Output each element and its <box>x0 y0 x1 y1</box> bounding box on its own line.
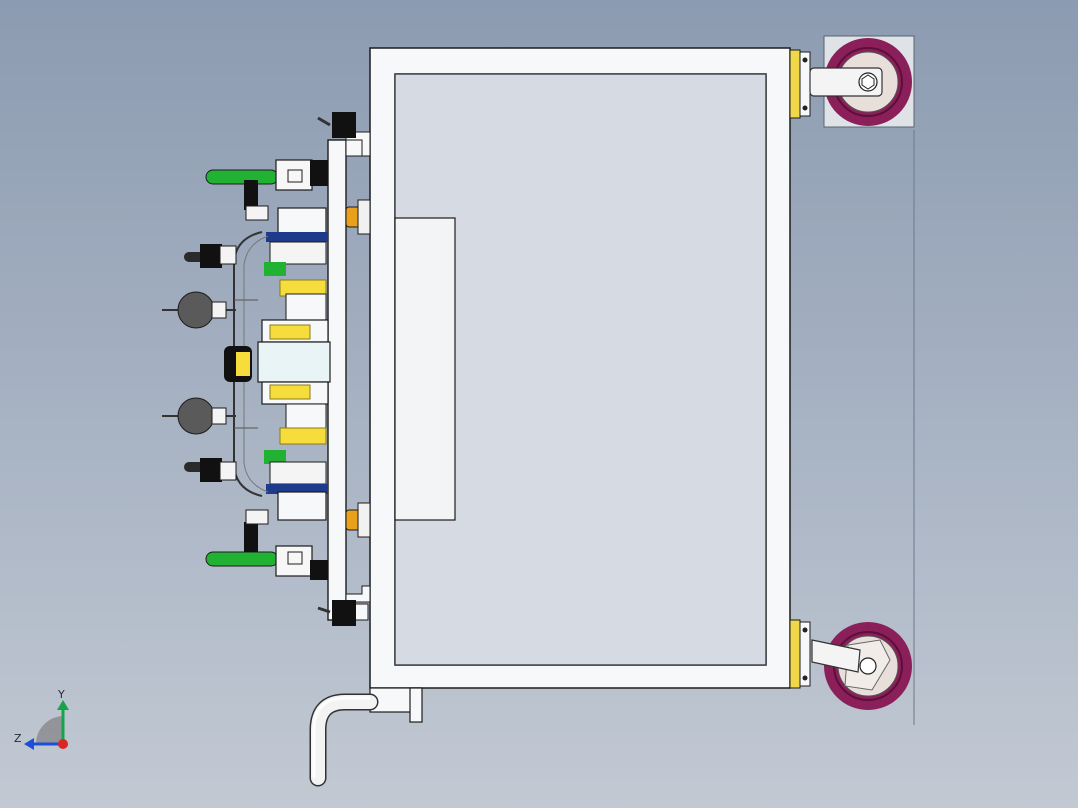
toggle-clamps[interactable] <box>205 159 328 580</box>
coordinate-triad: Y Z <box>14 688 69 750</box>
dial-gauge-bottom[interactable] <box>177 397 215 435</box>
push-handle[interactable] <box>309 693 379 787</box>
caster-wheel-top[interactable] <box>809 35 915 128</box>
caster-mount-plates <box>789 49 811 689</box>
locator-blocks <box>257 207 331 521</box>
dial-gauge-top[interactable] <box>177 291 215 329</box>
locating-pins <box>345 199 371 538</box>
cart-frame[interactable] <box>369 47 791 723</box>
storage-box <box>394 217 456 521</box>
toggle-levers[interactable] <box>184 244 237 482</box>
caster-wheel-bottom[interactable] <box>811 130 915 725</box>
clamp-handle-bottom[interactable] <box>205 551 279 567</box>
center-clamp-knob[interactable] <box>224 346 252 382</box>
clamp-handle-top[interactable] <box>205 169 279 185</box>
triad-axis-x-dot <box>58 739 68 749</box>
dial-gauges[interactable] <box>162 291 236 435</box>
triad-label-z: Z <box>14 732 22 745</box>
triad-label-y: Y <box>57 688 65 701</box>
